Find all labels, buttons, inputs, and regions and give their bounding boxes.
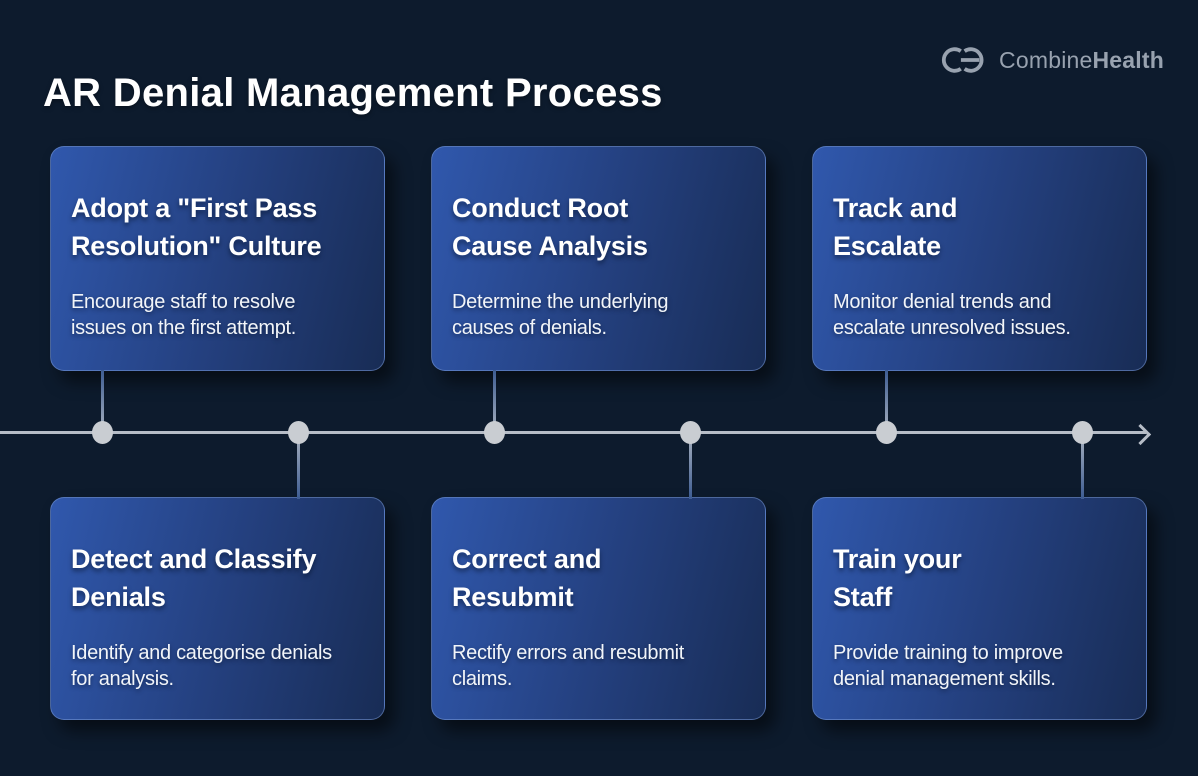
- connector-card3: [885, 370, 888, 433]
- timeline-arrow-icon: [1129, 423, 1152, 446]
- card-description: Rectify errors and resubmit claims.: [452, 642, 684, 690]
- brand-name: CombineHealth: [999, 47, 1164, 74]
- timeline-dot: [288, 421, 309, 444]
- timeline-dot: [876, 421, 897, 444]
- card-title: Adopt a "First Pass Resolution" Culture: [71, 193, 322, 261]
- connector-card4: [297, 433, 300, 499]
- card-title: Train your Staff: [833, 544, 962, 612]
- process-card-train-staff: Train your Staff Provide training to imp…: [812, 497, 1147, 720]
- connector-card2: [493, 370, 496, 433]
- page-title: AR Denial Management Process: [43, 70, 663, 115]
- card-title: Track and Escalate: [833, 193, 958, 261]
- process-card-track-escalate: Track and Escalate Monitor denial trends…: [812, 146, 1147, 371]
- card-description: Identify and categorise denials for anal…: [71, 642, 332, 690]
- timeline-dot: [92, 421, 113, 444]
- connector-card6: [1081, 433, 1084, 499]
- card-title: Conduct Root Cause Analysis: [452, 193, 648, 261]
- combinehealth-monogram-icon: [941, 47, 984, 73]
- process-card-correct-resubmit: Correct and Resubmit Rectify errors and …: [431, 497, 766, 720]
- process-card-root-cause: Conduct Root Cause Analysis Determine th…: [431, 146, 766, 371]
- brand-name-regular: Combine: [999, 46, 1093, 73]
- card-description: Encourage staff to resolve issues on the…: [71, 291, 297, 339]
- timeline-dot: [680, 421, 701, 444]
- card-description: Provide training to improve denial manag…: [833, 642, 1063, 690]
- card-description: Monitor denial trends and escalate unres…: [833, 291, 1071, 339]
- brand-logo: CombineHealth: [941, 42, 1164, 78]
- brand-name-bold: Health: [1092, 46, 1164, 73]
- timeline-dot: [484, 421, 505, 444]
- connector-card1: [101, 370, 104, 433]
- card-title: Detect and Classify Denials: [71, 544, 317, 612]
- process-card-first-pass: Adopt a "First Pass Resolution" Culture …: [50, 146, 385, 371]
- timeline-line: [0, 431, 1146, 434]
- timeline-dot: [1072, 421, 1093, 444]
- connector-card5: [689, 433, 692, 499]
- process-card-detect-classify: Detect and Classify Denials Identify and…: [50, 497, 385, 720]
- card-description: Determine the underlying causes of denia…: [452, 291, 669, 339]
- card-title: Correct and Resubmit: [452, 544, 602, 612]
